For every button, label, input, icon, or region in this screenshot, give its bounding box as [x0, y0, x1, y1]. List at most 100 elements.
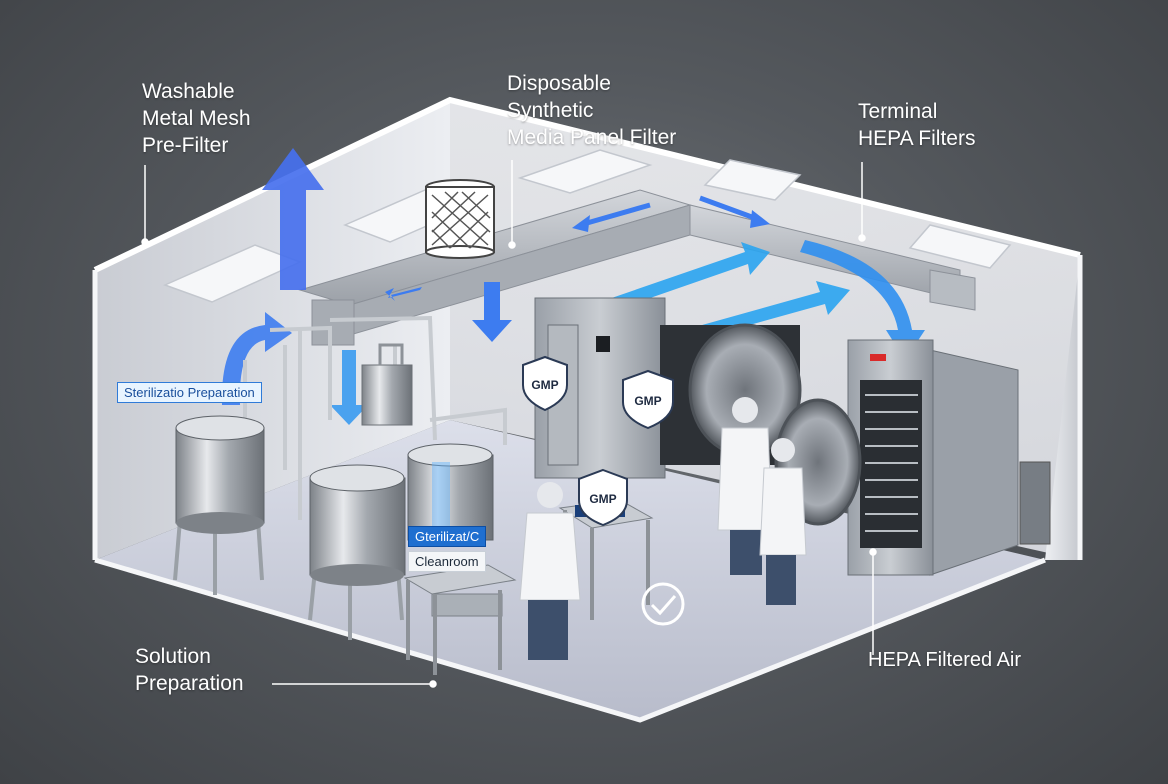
tank-top	[175, 415, 265, 441]
leader-lines	[141, 160, 877, 688]
piping	[243, 315, 507, 520]
pipe	[269, 325, 332, 420]
drop-down-arrow	[330, 350, 368, 425]
sterilizer-side	[929, 349, 1019, 576]
right-wall	[1045, 255, 1080, 560]
sterilizer-right	[774, 339, 1051, 576]
floor-base-edge	[94, 557, 1046, 723]
gmp-shield-shape	[522, 355, 568, 412]
tank-top	[309, 464, 405, 492]
wall-top-edge	[93, 96, 1081, 273]
tank-1	[173, 415, 265, 595]
gmp-shield-icon: GMP	[578, 468, 628, 527]
callout-line: Disposable	[507, 72, 611, 95]
callout-hepa-terminal: Terminal HEPA Filters	[858, 98, 975, 152]
callout-line: Media Panel Filter	[507, 126, 677, 149]
worker-head	[732, 397, 758, 423]
tank-body	[309, 477, 406, 576]
ceiling-panel	[517, 149, 653, 194]
callout-line: Preparation	[135, 672, 244, 695]
callout-solution-prep: Solution Preparation	[135, 643, 244, 697]
leader-dot	[508, 241, 516, 249]
gmp-badge-2: GMP	[634, 394, 661, 408]
callout-hepa-air: HEPA Filtered Air	[868, 647, 1021, 674]
gmp-shield-icon: GMP	[522, 355, 568, 412]
worker-2	[717, 397, 773, 575]
gmp-badge-3: GMP	[589, 492, 616, 506]
tag-sterilization-prep: Sterilizatio Preparation	[117, 382, 262, 403]
worker-legs	[766, 555, 796, 605]
leader-dot	[858, 234, 866, 242]
callout-line: HEPA Filtered Air	[868, 649, 1022, 671]
terminal-down-curve-arrow	[800, 240, 925, 360]
pipe	[429, 407, 507, 445]
pipe	[329, 315, 437, 441]
table-drawer	[431, 593, 503, 617]
duct-right-arrow	[699, 195, 761, 223]
check-circle	[641, 582, 685, 626]
ceiling-panel	[703, 159, 802, 201]
worker-coat	[519, 512, 581, 601]
work-table-left	[403, 564, 517, 675]
gmp-shield-icon: GMP	[622, 369, 674, 430]
duct-drop	[311, 299, 355, 346]
leader-dot	[429, 680, 437, 688]
duct-left-arrow-2	[579, 202, 651, 228]
tank-leg	[173, 519, 182, 581]
callout-line: Pre-Filter	[142, 134, 229, 157]
tank-leg	[256, 519, 264, 581]
tank-glow	[432, 462, 450, 532]
tag-sterilization-c: Gterilizat/C	[408, 526, 487, 547]
sterilizer-side-box	[1019, 461, 1051, 545]
callout-line: HEPA Filters	[858, 127, 976, 150]
tank-2	[308, 464, 406, 640]
hopper-body	[361, 364, 413, 426]
gmp-shield-shape	[622, 369, 674, 430]
mesh-filter-icon	[425, 179, 495, 259]
hopper-unit	[361, 343, 413, 426]
hopper-handle	[378, 343, 404, 365]
check-circle-icon	[641, 582, 685, 626]
check-mark	[650, 595, 677, 616]
duct-end-box	[929, 269, 976, 311]
gmp-badge-1: GMP	[531, 378, 558, 392]
mesh-filter-grid	[431, 191, 491, 249]
ceiling-panel	[908, 224, 1012, 269]
worker-head	[771, 438, 795, 462]
worker-1	[519, 482, 581, 660]
tank-top	[407, 443, 493, 467]
tank-bottom	[176, 512, 264, 534]
duct-right-arrow-head	[750, 210, 770, 228]
tank-3	[407, 443, 494, 541]
callout-line: Solution	[135, 645, 211, 668]
mesh-filter-bottom	[425, 245, 495, 259]
tank-bottom	[310, 564, 404, 586]
tag-cleanroom: Cleanroom	[408, 551, 486, 572]
callout-prefilter: Washable Metal Mesh Pre-Filter	[142, 78, 251, 159]
callout-line: Synthetic	[507, 99, 594, 122]
supply-down-arrow	[472, 282, 512, 342]
worker-legs	[730, 530, 762, 575]
tank-body	[407, 454, 494, 541]
tank-body	[175, 427, 265, 524]
sterilizer-rack	[865, 394, 918, 532]
worker-legs	[528, 600, 568, 660]
diagonal-arrow-1	[600, 242, 770, 314]
duct-left-arrow	[385, 287, 422, 301]
return-curve-arrow	[221, 312, 292, 405]
leader-dot	[141, 238, 149, 246]
gmp-shield-shape	[578, 468, 628, 527]
callout-line: Terminal	[858, 100, 938, 123]
sterilizer-indicator	[870, 354, 886, 361]
worker-3	[759, 438, 807, 605]
callout-panel-filter: Disposable Synthetic Media Panel Filter	[507, 70, 676, 151]
duct-left-arrow-2-head	[572, 215, 590, 232]
callout-line: Metal Mesh	[142, 107, 251, 130]
callout-line: Washable	[142, 80, 235, 103]
worker-coat	[759, 467, 807, 556]
leader-dot	[869, 548, 877, 556]
worker-head	[537, 482, 563, 508]
exhaust-up-arrow	[262, 148, 324, 290]
autoclave-display	[596, 336, 610, 352]
